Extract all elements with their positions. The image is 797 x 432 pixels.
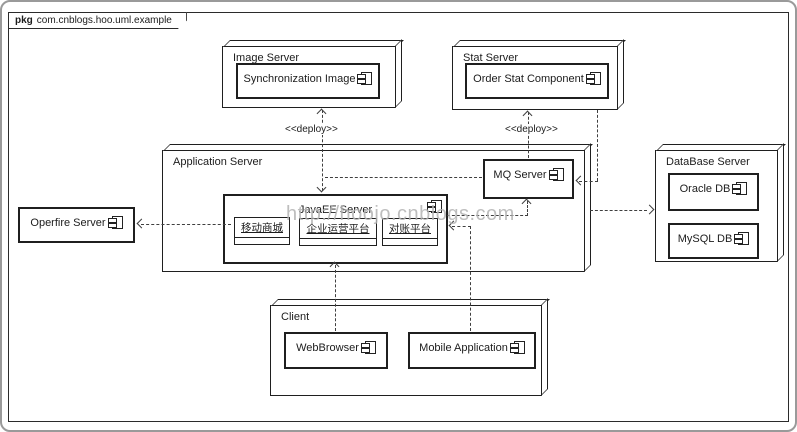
component-icon <box>585 72 601 85</box>
component-mobile-application: Mobile Application <box>408 332 536 369</box>
module-label: 移动商城 <box>235 218 289 238</box>
component-label: WebBrowser <box>296 342 359 354</box>
node-database-server: DataBase Server Oracle DB MySQL DB <box>655 150 778 262</box>
component-label: Order Stat Component <box>473 73 584 85</box>
connector-mq-to-javaee <box>325 177 482 178</box>
module-reconciliation-platform: 对账平台 <box>382 218 438 246</box>
connector-javaee-image-server <box>322 110 323 191</box>
connector-stat-to-mq-vertical <box>597 110 598 181</box>
node-client: Client WebBrowser Mobile Application <box>270 305 542 396</box>
connector-javaee-to-mq-horizontal <box>447 215 528 216</box>
component-synchronization-image: Synchronization Image <box>236 63 380 99</box>
uml-package-frame: pkg com.cnblogs.hoo.uml.example <box>8 12 789 422</box>
node-label: DataBase Server <box>666 156 750 168</box>
package-title: com.cnblogs.hoo.uml.example <box>36 15 172 26</box>
component-label: Synchronization Image <box>243 73 356 85</box>
component-icon <box>360 341 376 354</box>
component-label: MQ Server <box>493 169 547 181</box>
node-label: Image Server <box>233 52 300 64</box>
component-label: Operfire Server <box>30 217 106 229</box>
component-label: JavaEE Server <box>298 204 373 216</box>
component-mq-server: MQ Server <box>483 159 574 199</box>
node-label: Application Server <box>173 156 263 168</box>
module-mobile-mall: 移动商城 <box>234 217 290 245</box>
connector-mq-stat-server <box>528 112 529 158</box>
component-icon <box>548 168 564 181</box>
module-label: 对账平台 <box>383 219 437 239</box>
component-icon <box>509 341 525 354</box>
component-label: Mobile Application <box>419 342 508 354</box>
connector-javaee-to-mq-vertical <box>527 201 528 216</box>
connector-mobile-app-to-javaee-vertical <box>470 226 471 331</box>
component-javaee-server: JavaEE Server 移动商城 企业运营平台 对账平台 <box>223 194 448 264</box>
component-icon <box>734 232 750 245</box>
component-oracle-db: Oracle DB <box>668 173 759 211</box>
component-order-stat: Order Stat Component <box>465 63 609 99</box>
connector-webbrowser-to-javaee <box>335 265 336 331</box>
component-mysql-db: MySQL DB <box>668 223 759 259</box>
component-label: MySQL DB <box>677 233 733 245</box>
node-label: Client <box>281 311 310 323</box>
component-operfire-server: Operfire Server <box>18 207 135 243</box>
connector-stat-to-mq-horizontal <box>579 181 598 182</box>
component-icon <box>357 72 373 85</box>
connector-mobile-mall-to-operfire <box>141 224 231 225</box>
connector-appserver-to-database <box>590 210 647 211</box>
connector-mobile-app-to-javaee-horizontal <box>452 226 471 227</box>
node-stat-server: Stat Server Order Stat Component <box>452 46 618 110</box>
module-label: 企业运营平台 <box>300 219 376 239</box>
deploy-stereotype-label: <<deploy>> <box>283 124 340 135</box>
package-keyword: pkg <box>15 15 33 26</box>
component-label: Oracle DB <box>679 183 731 195</box>
component-icon <box>427 200 442 213</box>
component-webbrowser: WebBrowser <box>284 332 388 369</box>
node-image-server: Image Server Synchronization Image <box>222 46 396 108</box>
deploy-stereotype-label: <<deploy>> <box>503 124 560 135</box>
component-icon <box>732 182 748 195</box>
node-application-server: Application Server MQ Server JavaEE Serv… <box>162 150 585 272</box>
package-tab: pkg com.cnblogs.hoo.uml.example <box>8 12 187 29</box>
node-label: Stat Server <box>463 52 519 64</box>
module-enterprise-operation-platform: 企业运营平台 <box>299 218 377 246</box>
component-icon <box>107 216 123 229</box>
